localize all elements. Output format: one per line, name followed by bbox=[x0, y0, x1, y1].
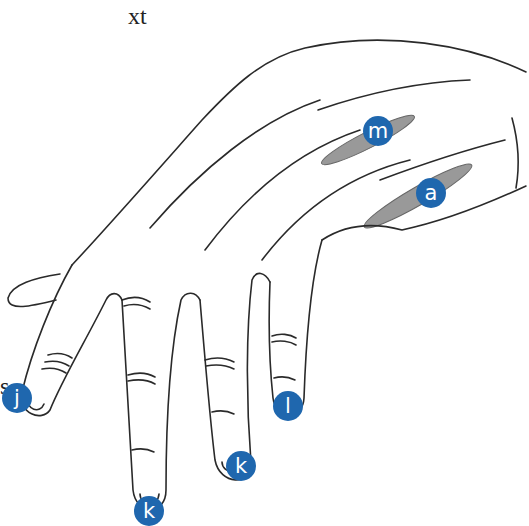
tendon-area bbox=[360, 157, 476, 235]
callout-letter: k bbox=[226, 451, 256, 481]
knuckle-crease bbox=[272, 334, 296, 345]
callout-letter: a bbox=[416, 178, 446, 208]
wrist-line bbox=[512, 118, 518, 188]
callout-letter: m bbox=[363, 116, 393, 146]
finger-outline bbox=[122, 293, 200, 509]
knuckle-crease bbox=[122, 298, 150, 309]
knuckle-crease bbox=[132, 449, 154, 452]
finger-outline bbox=[269, 240, 322, 415]
knuckle-crease bbox=[128, 373, 155, 384]
cropped-text: xt bbox=[128, 4, 147, 28]
tendon-line bbox=[150, 100, 320, 228]
finger-outline bbox=[22, 265, 122, 416]
tendon-line bbox=[380, 140, 505, 180]
finger-outline bbox=[200, 273, 270, 479]
callout-letter: j bbox=[2, 383, 32, 413]
thumb-outline bbox=[8, 274, 60, 307]
hand-outline bbox=[72, 40, 526, 265]
tendon-line bbox=[262, 160, 410, 260]
tendon-line bbox=[318, 80, 470, 110]
knuckle-crease bbox=[212, 411, 234, 414]
callout-letter: l bbox=[273, 391, 303, 421]
callout-letter: k bbox=[134, 496, 164, 526]
knuckle-crease bbox=[274, 377, 295, 380]
knuckle-crease bbox=[42, 354, 72, 373]
knuckle-crease bbox=[205, 358, 234, 369]
